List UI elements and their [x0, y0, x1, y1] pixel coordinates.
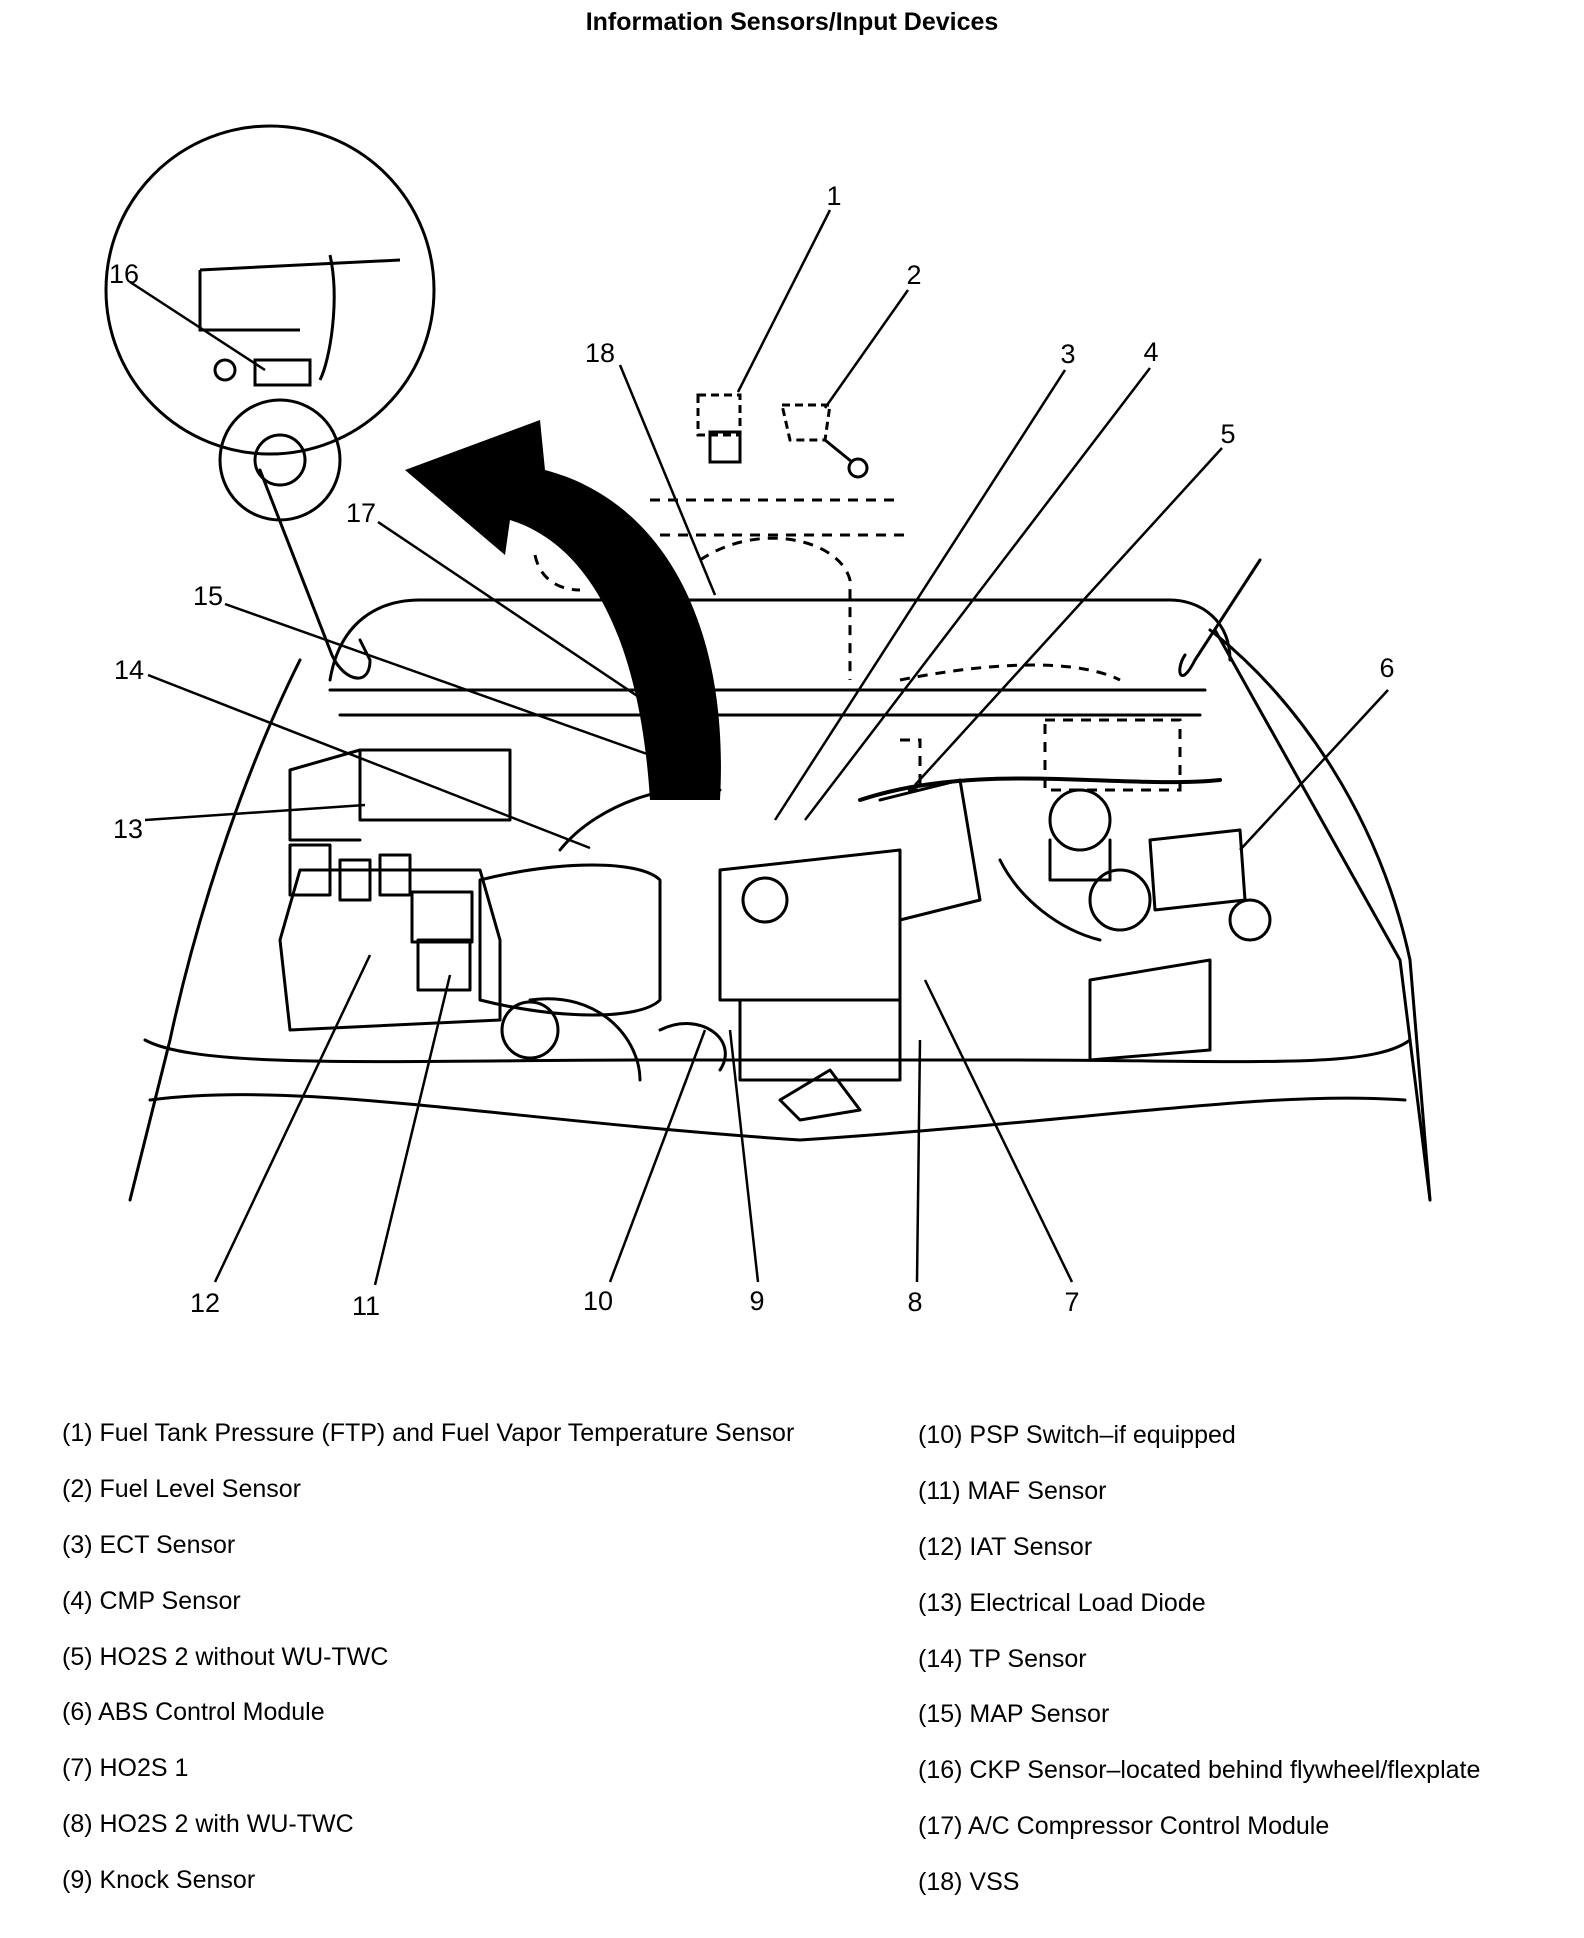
- fuel-tank-sensors: [696, 393, 869, 479]
- legend-item: (14) TP Sensor: [918, 1644, 1087, 1673]
- callout-5: 5: [1220, 419, 1235, 449]
- legend-item: (13) Electrical Load Diode: [918, 1588, 1206, 1617]
- callout-9: 9: [749, 1286, 764, 1316]
- legend-item: (16) CKP Sensor–located behind flywheel/…: [918, 1756, 1481, 1785]
- legend-item: (5) HO2S 2 without WU-TWC: [62, 1642, 389, 1671]
- callout-8: 8: [907, 1287, 922, 1317]
- callout-16: 16: [109, 259, 139, 289]
- callout-18: 18: [585, 338, 615, 368]
- ckp-detail-inset: [104, 124, 436, 522]
- legend-item: (8) HO2S 2 with WU-TWC: [62, 1810, 354, 1839]
- legend-item: (17) A/C Compressor Control Module: [918, 1812, 1330, 1841]
- callout-3: 3: [1060, 339, 1075, 369]
- callout-6: 6: [1379, 653, 1394, 683]
- callout-10: 10: [583, 1286, 613, 1316]
- legend-item: (15) MAP Sensor: [918, 1700, 1110, 1729]
- legend-item: (10) PSP Switch–if equipped: [918, 1421, 1236, 1449]
- callout-13: 13: [113, 814, 143, 844]
- legend-item: (2) Fuel Level Sensor: [62, 1474, 302, 1503]
- callout-2: 2: [906, 260, 921, 290]
- legend-left: (1) Fuel Tank Pressure (FTP) and Fuel Va…: [62, 1418, 794, 1921]
- callout-11: 11: [352, 1291, 380, 1321]
- leader-lines: [129, 209, 1389, 1286]
- legend-item: (4) CMP Sensor: [62, 1586, 241, 1615]
- legend-item: (1) Fuel Tank Pressure (FTP) and Fuel Va…: [62, 1419, 795, 1447]
- legend-item: (6) ABS Control Module: [62, 1698, 325, 1727]
- detail-arrow: [405, 420, 721, 800]
- callout-4: 4: [1143, 337, 1158, 367]
- vehicle-outline: [128, 468, 1432, 1202]
- callout-7: 7: [1064, 1287, 1079, 1317]
- callout-numbers: 1 2 3 4 5 6 7 8 9 10 11 12 13 14 15 16 1…: [109, 181, 1395, 1321]
- legend-item: (11) MAF Sensor: [918, 1476, 1107, 1505]
- callout-17: 17: [346, 498, 376, 528]
- diagram-title: Information Sensors/Input Devices: [585, 8, 999, 36]
- callout-12: 12: [190, 1288, 220, 1318]
- legend-right: (10) PSP Switch–if equipped (11) MAF Sen…: [918, 1420, 1480, 1923]
- callout-14: 14: [114, 655, 144, 685]
- legend-item: (12) IAT Sensor: [918, 1532, 1093, 1561]
- callout-15: 15: [193, 581, 223, 611]
- legend-item: (18) VSS: [918, 1868, 1020, 1897]
- hidden-lines: [533, 498, 1182, 792]
- legend-item: (7) HO2S 1: [62, 1754, 189, 1783]
- callout-1: 1: [826, 181, 841, 211]
- legend-item: (9) Knock Sensor: [62, 1866, 256, 1895]
- legend-item: (3) ECT Sensor: [62, 1530, 236, 1559]
